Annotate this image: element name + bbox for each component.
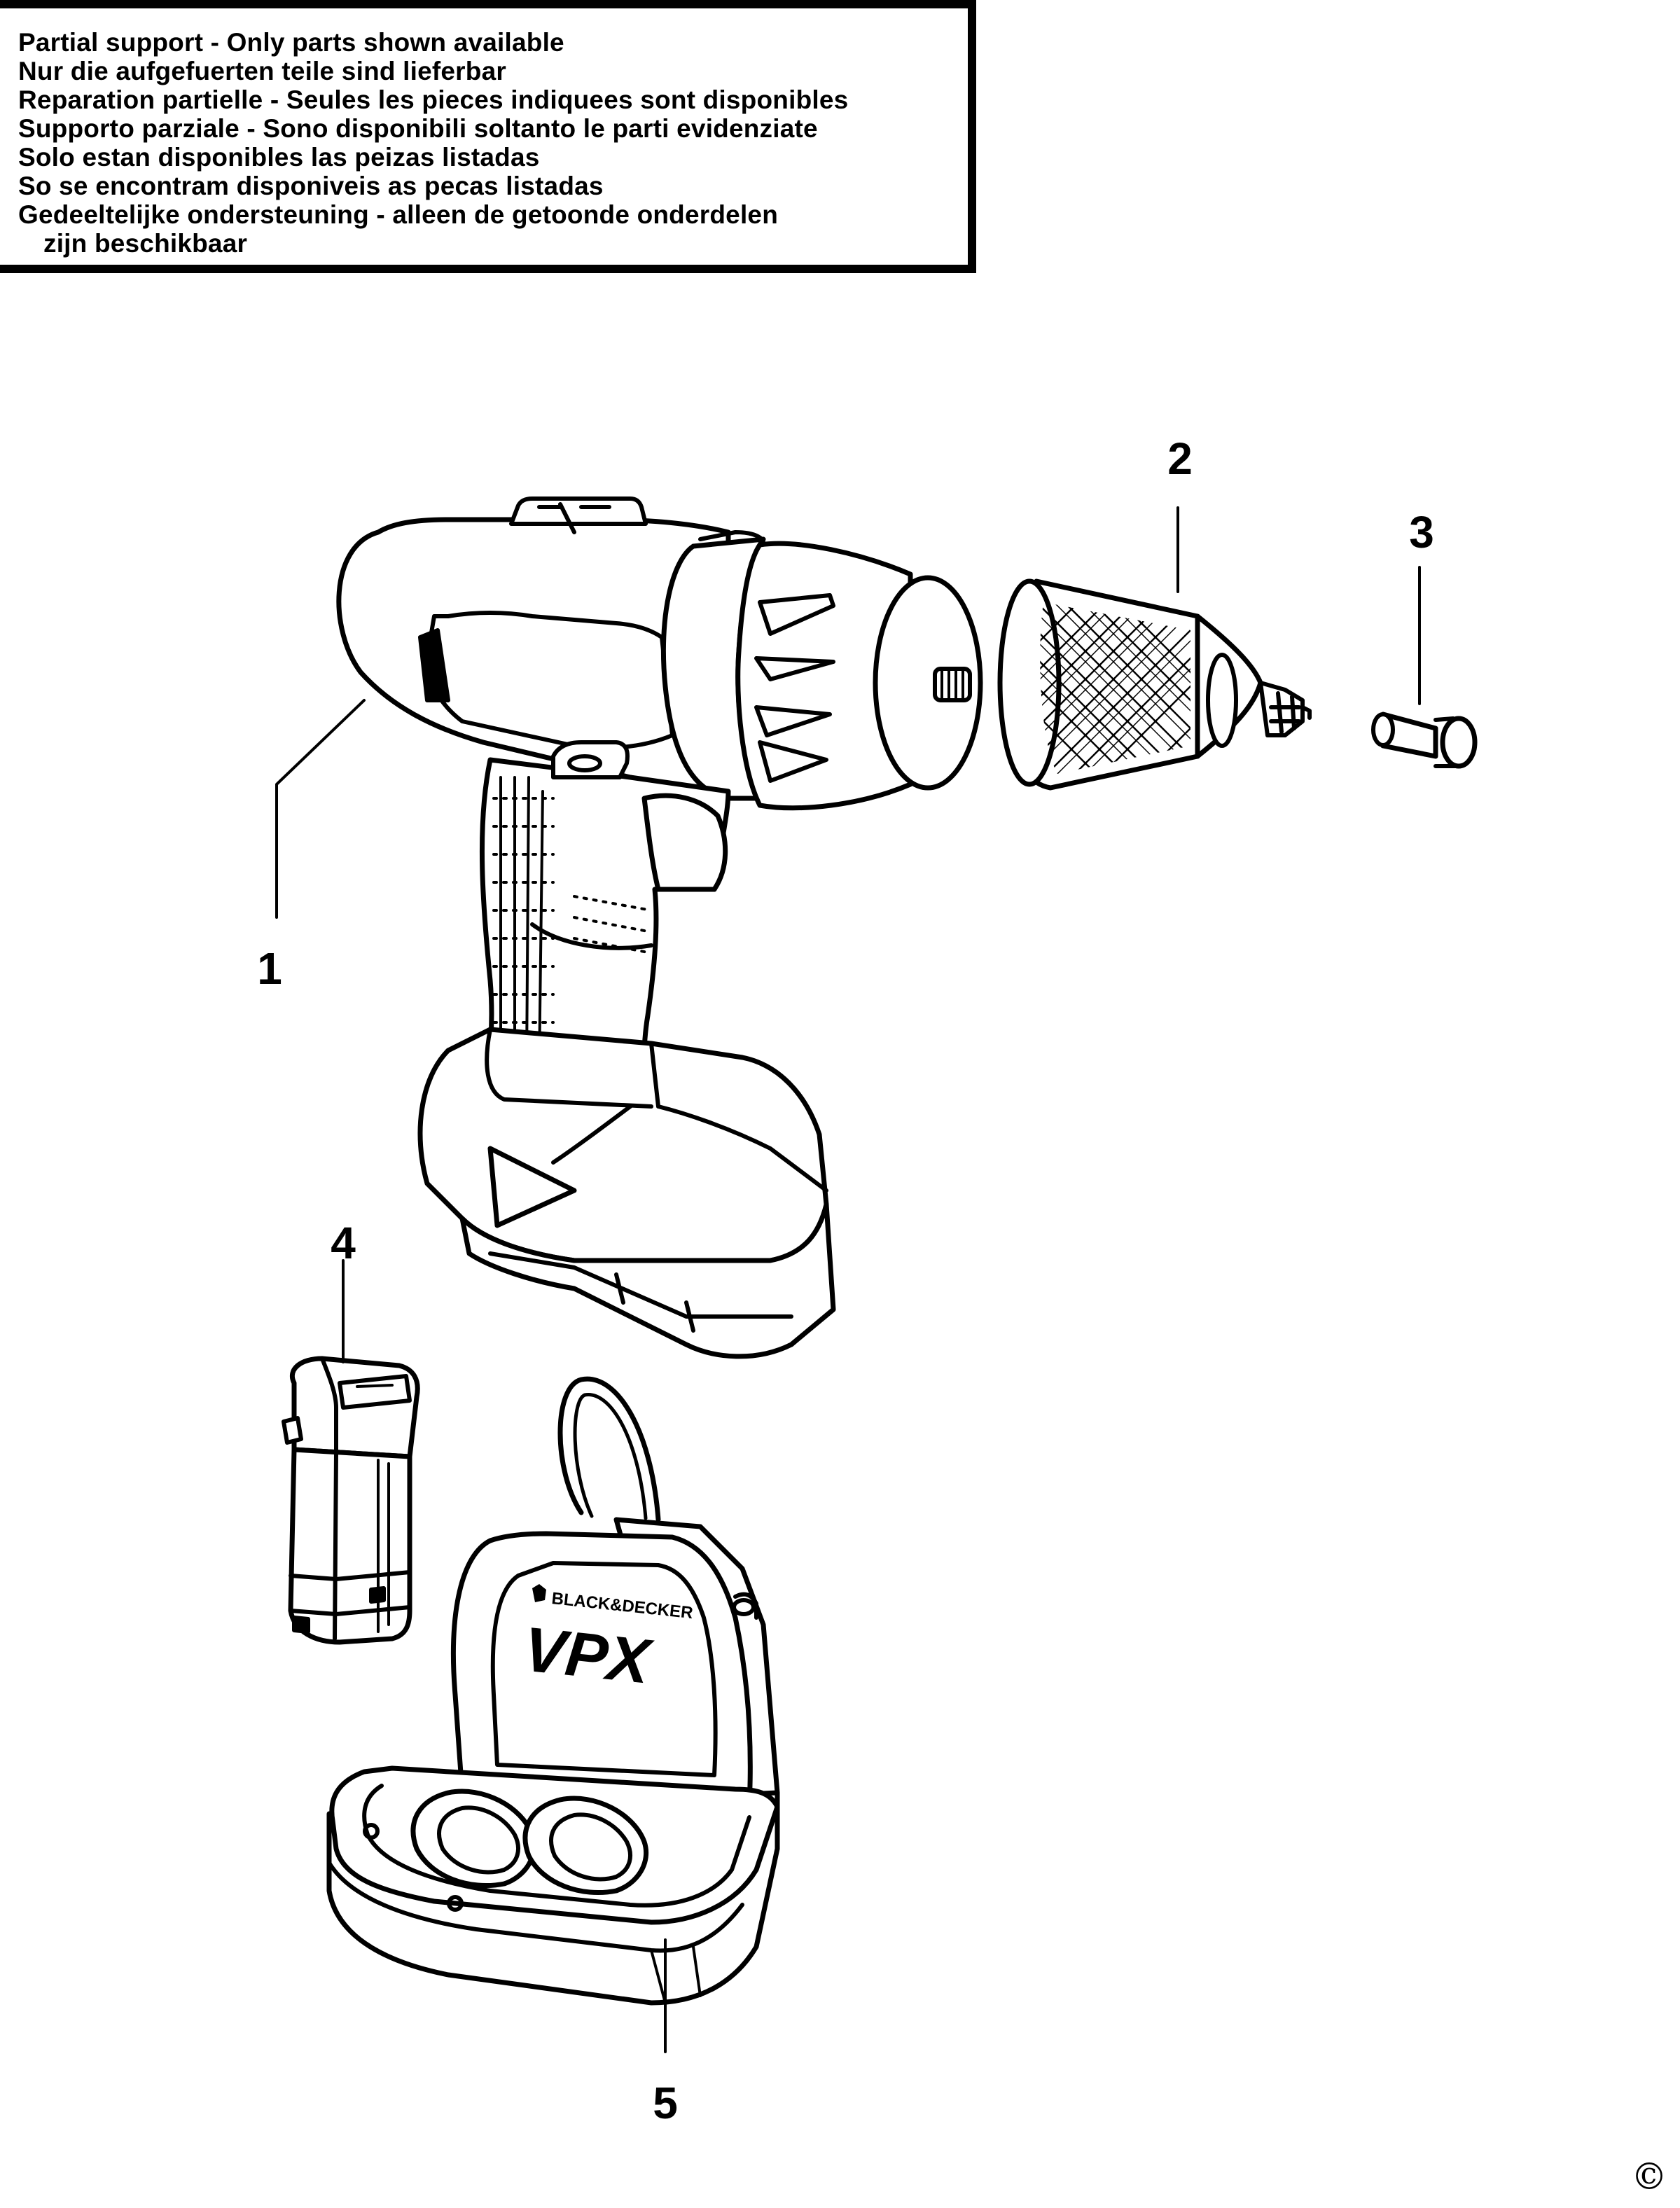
- notice-line-pt: So se encontram disponiveis as pecas lis…: [18, 172, 604, 200]
- part-label-3: 3: [1409, 507, 1434, 557]
- charger-model-text: VPX: [520, 1614, 656, 1697]
- copyright-mark: ©: [1631, 2156, 1667, 2198]
- part-label-2: 2: [1167, 433, 1193, 484]
- grip-texture: [492, 776, 653, 1069]
- leader-lines: [275, 506, 1421, 2053]
- notice-line-nl: Gedeeltelijke ondersteuning - alleen de …: [18, 200, 778, 229]
- battery-drawing: [282, 1356, 420, 1645]
- leader-line-1: [275, 699, 366, 919]
- drill-body-drawing: [336, 497, 983, 1359]
- screw-drawing: [1371, 711, 1478, 769]
- notice-line-nl-cont: zijn beschikbaar: [43, 229, 248, 258]
- notice-line-it: Supporto parziale - Sono disponibili sol…: [18, 114, 818, 143]
- part-label-1: 1: [257, 943, 282, 994]
- part-labels: 1 2 3 4 5: [257, 433, 1434, 2128]
- notice-line-fr: Reparation partielle - Seules les pieces…: [18, 85, 849, 114]
- notice-line-es: Solo estan disponibles las peizas listad…: [18, 143, 540, 172]
- part-label-4: 4: [331, 1218, 356, 1268]
- part-label-5: 5: [653, 2078, 678, 2128]
- notice-line-en: Partial support - Only parts shown avail…: [18, 28, 564, 57]
- chuck-drawing: [997, 578, 1312, 791]
- availability-notice: Partial support - Only parts shown avail…: [0, 0, 976, 273]
- notice-line-de: Nur die aufgefuerten teile sind lieferba…: [18, 57, 506, 85]
